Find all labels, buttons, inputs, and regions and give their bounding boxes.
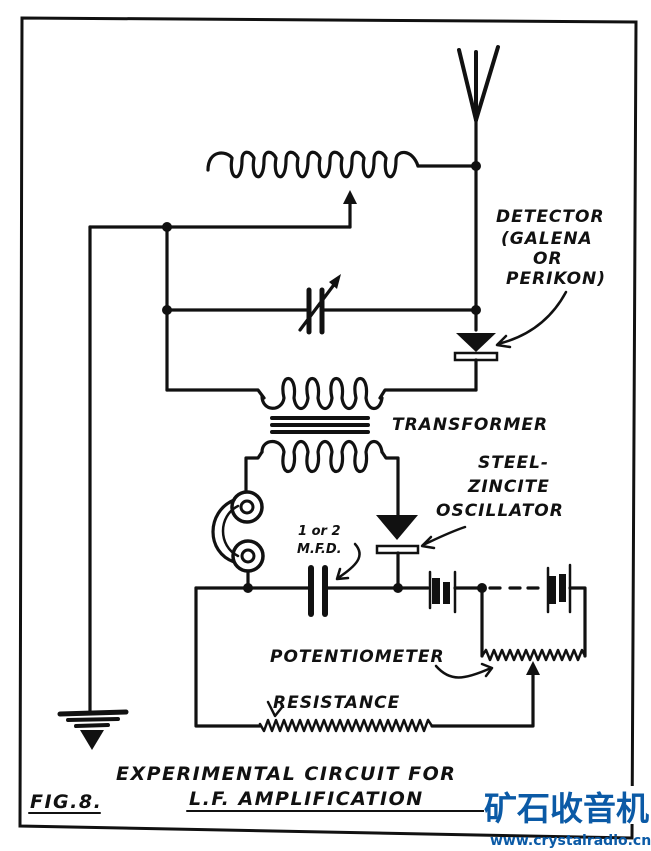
- junction-node: [243, 583, 253, 593]
- potentiometer-icon: [480, 648, 587, 662]
- variable-capacitor-icon: [298, 274, 341, 335]
- crystal-diode-icon: [375, 515, 420, 590]
- arrowhead: [335, 567, 350, 581]
- capacitor-icon: [308, 565, 328, 617]
- detector-label: DETECTOR (GALENA OR PERIKON): [496, 207, 606, 289]
- slider-wire: [430, 670, 535, 728]
- antenna-icon: [457, 45, 500, 170]
- detector-label-line2: (GALENA: [501, 229, 593, 249]
- resistor-icon: [258, 718, 434, 733]
- crystal-diode-icon: [453, 333, 499, 362]
- transformer-icon: [260, 377, 384, 473]
- capacitor-label-line1: 1 or 2: [298, 524, 341, 539]
- arrowhead: [495, 334, 512, 349]
- watermark-url: www.crystalradio.cn: [490, 833, 651, 849]
- arrowhead: [266, 700, 285, 718]
- capacitor-label-line2: M.F.D.: [297, 542, 342, 557]
- slider-arrow-icon: [526, 661, 540, 675]
- detector-pointer-arrow: [496, 290, 568, 346]
- junction-node: [471, 305, 481, 315]
- detector-label-line1: DETECTOR: [496, 207, 605, 227]
- detector-label-line3: OR: [533, 249, 563, 269]
- primary-lead-left: [165, 388, 266, 400]
- ground-icon: [57, 709, 129, 750]
- detector-label-line4: PERIKON): [506, 269, 606, 289]
- figure-frame: [18, 16, 638, 840]
- oscillator-label-line1: STEEL-: [478, 453, 549, 473]
- arrowhead: [480, 662, 494, 678]
- potentiometer-pointer-arrow: [434, 664, 493, 679]
- resistance-label: RESISTANCE: [273, 693, 400, 713]
- secondary-lead-left: [244, 450, 264, 492]
- figure-number: FIG.8.: [30, 791, 102, 813]
- caption-line2: L.F. AMPLIFICATION: [189, 788, 424, 810]
- arrowhead: [420, 535, 436, 550]
- junction-node: [162, 305, 172, 315]
- secondary-lead-right: [380, 450, 400, 517]
- oscillator-pointer-arrow: [421, 525, 467, 547]
- watermark-logo-text: 矿石收音机: [484, 789, 649, 828]
- caption-line1: EXPERIMENTAL CIRCUIT FOR: [116, 763, 456, 785]
- resistance-return-wire: [194, 586, 262, 728]
- variable-inductor-icon: [206, 150, 478, 229]
- oscillator-label-line2: ZINCITE: [467, 477, 550, 497]
- capacitor-label: 1 or 2 M.F.D.: [297, 524, 342, 557]
- capacitor-pointer-arrow: [336, 542, 361, 580]
- oscillator-label: STEEL- ZINCITE OSCILLATOR: [436, 453, 564, 521]
- oscillator-label-line3: OSCILLATOR: [436, 501, 564, 521]
- watermark-backdrop: [484, 786, 640, 824]
- potentiometer-label: POTENTIOMETER: [270, 647, 445, 667]
- headphones-icon: [211, 490, 265, 590]
- transformer-label: TRANSFORMER: [392, 415, 548, 435]
- primary-lead-right: [378, 388, 478, 400]
- battery-icon: [428, 563, 587, 658]
